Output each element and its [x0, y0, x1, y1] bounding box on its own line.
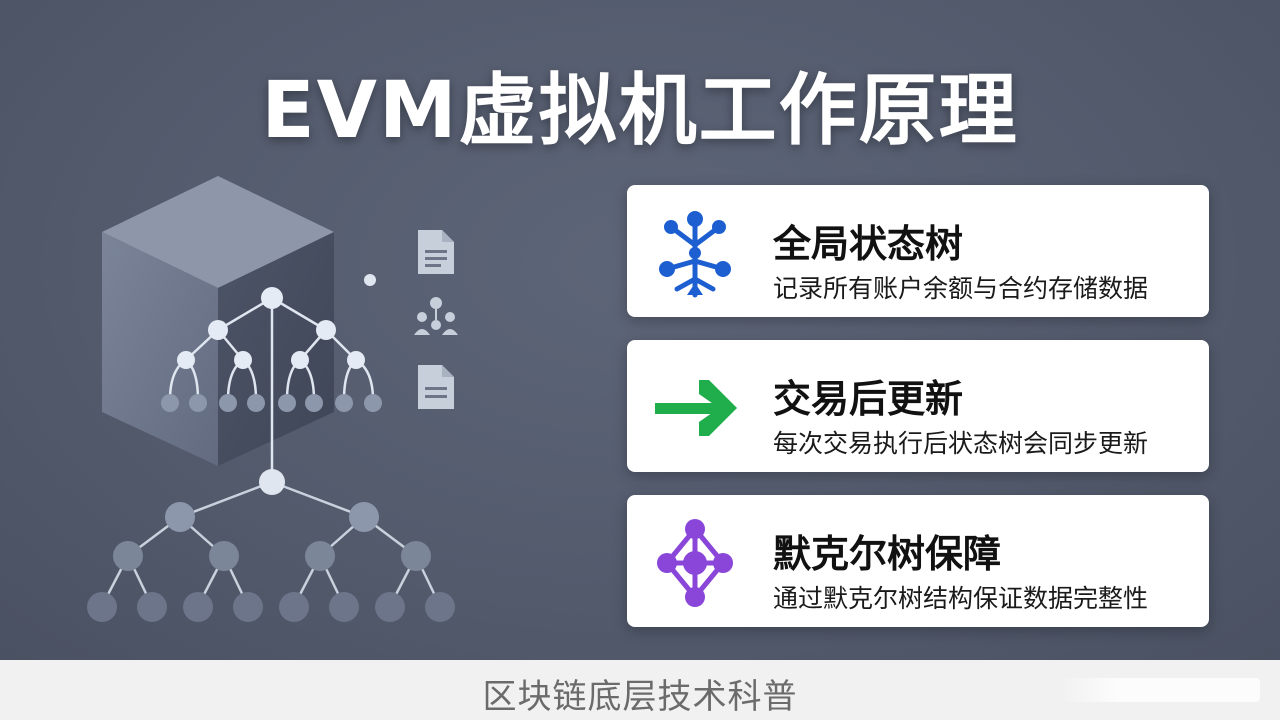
evm-cube-illustration	[87, 176, 458, 622]
card-description: 每次交易执行后状态树会同步更新	[773, 429, 1149, 458]
document-icon-2	[418, 365, 454, 409]
document-icon	[418, 230, 454, 274]
cube-shape	[102, 176, 334, 466]
merkle-tree-nodes	[87, 469, 455, 622]
state-tree-nodes	[161, 287, 382, 412]
card-description: 通过默克尔树结构保证数据完整性	[773, 584, 1149, 613]
tree-icon	[659, 211, 731, 298]
card-title: 全局状态树	[773, 222, 964, 266]
footer-bar: 区块链底层技术科普	[0, 660, 1280, 720]
card-merkle-tree-guarantee: 默克尔树保障 通过默克尔树结构保证数据完整性	[627, 495, 1209, 627]
card-description: 记录所有账户余额与合约存储数据	[773, 274, 1149, 303]
footer-caption: 区块链底层技术科普	[482, 677, 798, 717]
merkle-network-icon	[657, 519, 733, 607]
card-post-transaction-update: 交易后更新 每次交易执行后状态树会同步更新	[627, 340, 1209, 472]
merkle-tree	[100, 480, 442, 607]
card-global-state-tree: 全局状态树 记录所有账户余额与合约存储数据	[627, 185, 1209, 317]
slide-stage: EVM虚拟机工作原理	[0, 0, 1280, 660]
dot-icon	[364, 274, 376, 286]
arrow-right-icon	[655, 380, 737, 436]
card-title: 默克尔树保障	[773, 532, 1002, 576]
users-network-icon	[414, 297, 458, 335]
watermark	[1060, 678, 1260, 702]
page-title: EVM虚拟机工作原理	[261, 66, 1019, 156]
card-title: 交易后更新	[773, 377, 964, 421]
